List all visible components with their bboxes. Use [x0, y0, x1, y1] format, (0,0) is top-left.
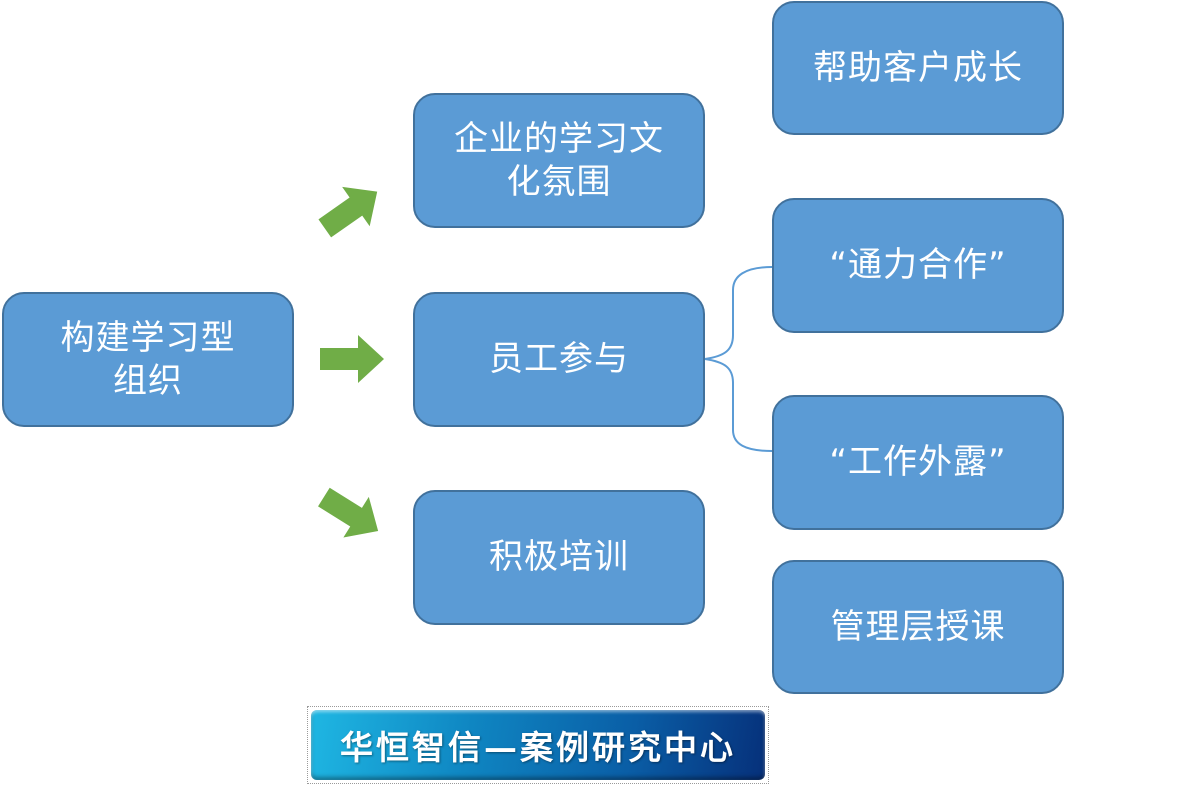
node-label-line: 组织	[113, 360, 183, 401]
arrow-right-icon	[320, 335, 384, 383]
footer-banner: 华恒智信—案例研究中心	[307, 706, 769, 784]
footer-banner-text: 华恒智信—案例研究中心	[311, 710, 765, 780]
arrow-down-right-icon	[318, 487, 379, 538]
node-label: 员工参与	[489, 339, 629, 380]
root-node-build-learning-org: 构建学习型 组织	[2, 292, 294, 427]
node-label: 帮助客户成长	[813, 47, 1023, 88]
arrow-up-right-icon	[318, 186, 378, 238]
brace-connector	[704, 266, 773, 452]
node-label-line: 企业的学习文	[454, 119, 664, 159]
branch-node-learning-culture: 企业的学习文 化氛围	[413, 93, 705, 228]
leaf-node-help-customers-grow: 帮助客户成长	[772, 1, 1064, 135]
leaf-node-cooperation: “通力合作”	[772, 198, 1064, 333]
node-label: “工作外露”	[829, 442, 1007, 483]
branch-node-active-training: 积极培训	[413, 490, 705, 625]
node-label-line: 构建学习型	[60, 318, 236, 358]
leaf-node-management-teaching: 管理层授课	[772, 560, 1064, 694]
node-label: “通力合作”	[829, 245, 1007, 286]
node-label: 积极培训	[489, 537, 629, 578]
branch-node-employee-participation: 员工参与	[413, 292, 705, 427]
node-label: 管理层授课	[830, 606, 1006, 647]
node-label-line: 化氛围	[506, 161, 612, 202]
leaf-node-work-exposure: “工作外露”	[772, 395, 1064, 530]
